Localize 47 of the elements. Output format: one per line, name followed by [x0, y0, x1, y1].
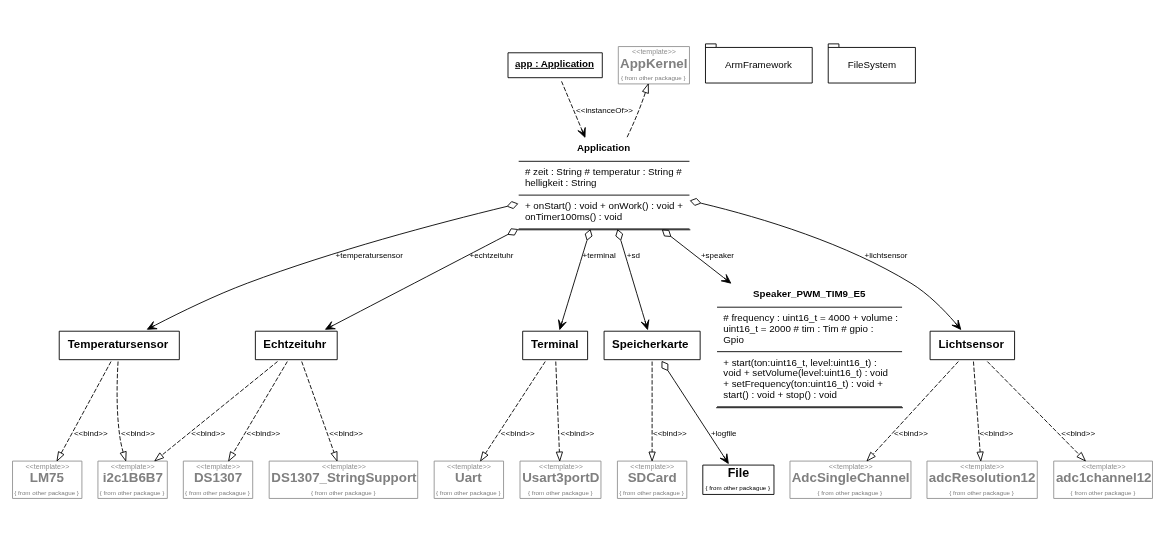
node-box: Speicherkarte	[603, 330, 701, 361]
edge-label: <<bind>>	[894, 429, 928, 439]
edge-label: +terminal	[582, 251, 616, 261]
arrow	[154, 361, 278, 462]
edge-label: <<bind>>	[73, 429, 108, 439]
arrow	[661, 361, 729, 464]
edge-label: <<bind>>	[191, 429, 226, 439]
edge-label: +temperatursensor	[335, 251, 403, 261]
arrow	[689, 198, 962, 330]
node-box: Echtzeituhr	[254, 330, 338, 361]
edge-label: +speaker	[700, 251, 735, 261]
node-box: Temperatursensor	[58, 330, 180, 361]
arrow	[116, 361, 127, 462]
edge-label: +logfile	[710, 429, 737, 439]
arrow	[228, 361, 288, 462]
edge-label: <<bind>>	[1061, 429, 1096, 439]
edge-label: <<bind>>	[121, 429, 155, 439]
arrow	[626, 83, 649, 138]
node-box: app : Application	[507, 52, 603, 79]
node-box: Lichtsensor	[929, 330, 1016, 361]
node-text: Application # zeit : String # temperatur : String # helligkeit : String + onStart() : void + onWork() : void + onTimer100ms() : void	[524, 142, 683, 222]
edge-label: <<bind>>	[979, 429, 1014, 439]
edge-label: <<bind>>	[652, 429, 687, 439]
edge-label: +echtzeituhr	[469, 251, 514, 261]
edge-label: <<bind>>	[500, 429, 535, 439]
edge-label: <<bind>>	[560, 429, 595, 439]
arrow	[648, 361, 656, 462]
arrow	[986, 361, 1086, 462]
arrow	[866, 361, 959, 462]
arrow	[325, 228, 518, 330]
edge-label: <<instanceOf>>	[576, 105, 633, 115]
edge-label: +lichtsensor	[864, 251, 908, 261]
arrow	[973, 361, 984, 462]
edge-label: <<bind>>	[329, 429, 364, 439]
edge-label: +sd	[626, 251, 640, 261]
arrow	[480, 361, 546, 462]
arrow	[301, 361, 338, 462]
node-box: Terminal	[522, 330, 589, 361]
arrow	[615, 229, 650, 330]
edge-label: <<bind>>	[246, 429, 281, 439]
arrow	[56, 361, 112, 462]
node-text: Speaker_PWM_TIM9_E5 # frequency : uint16_t = 4000 + volume : uint16_t = 2000 # tim : Tim # gpio : Gpio + start(ton:uint16_t, level:uint16_t) : void + setVolume(level:uint16_t) : void + setFrequency(ton:uint16_t) : void + start() : void + stop() : void	[723, 288, 899, 400]
arrow	[146, 201, 519, 330]
arrow	[558, 229, 593, 330]
arrow	[661, 229, 732, 284]
arrow	[555, 361, 563, 462]
arrow	[561, 80, 586, 138]
